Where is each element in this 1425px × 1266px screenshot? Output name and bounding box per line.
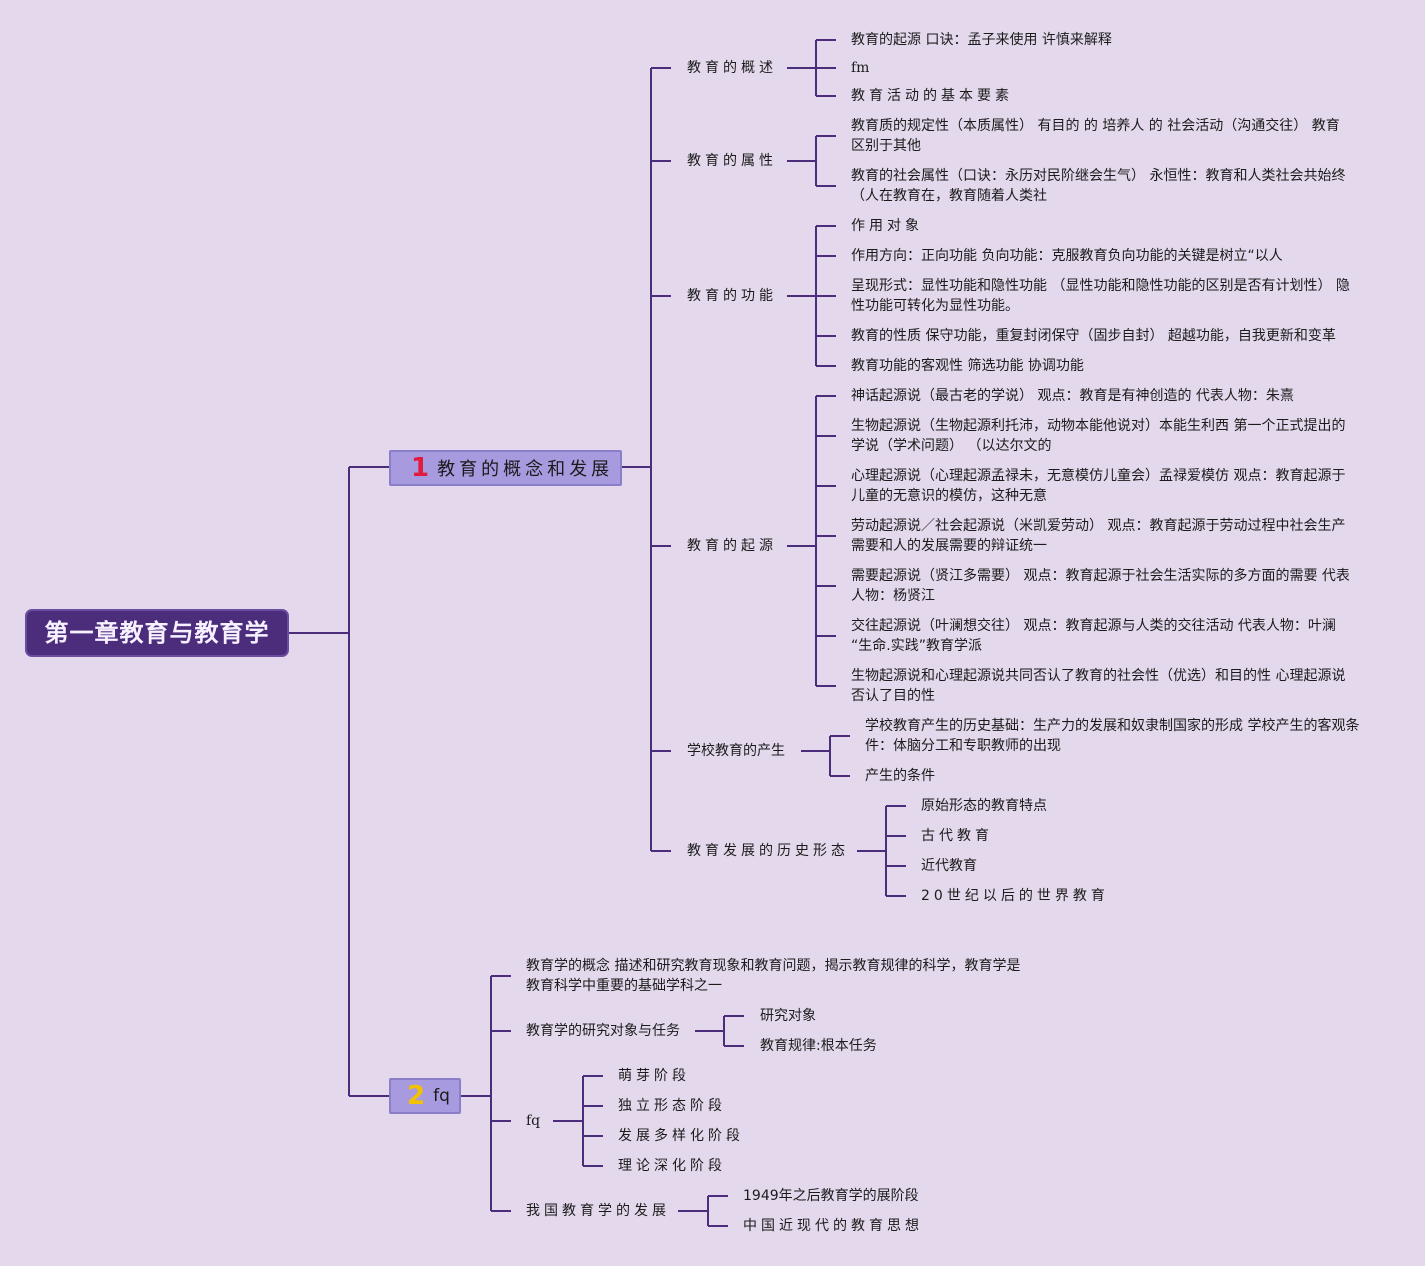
node-china-development[interactable]: 我国教育学的发展 xyxy=(526,1203,670,1219)
branch-box-fq[interactable]: 2 fq xyxy=(389,1078,461,1114)
root-topic[interactable]: 第一章教育与教育学 xyxy=(25,609,289,657)
leaf-attributes-2[interactable]: 教育的社会属性（口诀：永历对民阶继会生气） 永恒性：教育和人类社会共始终（人在教… xyxy=(851,168,1346,204)
leaf-history-2[interactable]: 古代教育 xyxy=(921,828,993,844)
leaf-history-4[interactable]: 20世纪以后的世界教育 xyxy=(921,888,1109,904)
leaf-overview-3[interactable]: 教育活动的基本要素 xyxy=(851,88,1013,104)
leaf-fq-2[interactable]: 独立形态阶段 xyxy=(618,1098,726,1114)
leaf-functions-3[interactable]: 呈现形式：显性功能和隐性功能 （显性功能和隐性功能的区别是否有计划性） 隐性功能… xyxy=(851,278,1350,314)
leaf-school-2[interactable]: 产生的条件 xyxy=(865,768,935,784)
branch-title: 教育的概念和发展 xyxy=(437,459,614,480)
branch-number: 2 xyxy=(407,1081,426,1111)
leaf-fq-4[interactable]: 理论深化阶段 xyxy=(618,1158,726,1174)
leaf-origin-3[interactable]: 心理起源说（心理起源孟禄未，无意模仿儿童会）孟禄爱模仿 观点：教育起源于儿童的无… xyxy=(851,468,1346,504)
branch-number: 1 xyxy=(411,453,430,483)
leaf-research-2[interactable]: 教育规律:根本任务 xyxy=(760,1038,877,1054)
leaf-fq-3[interactable]: 发展多样化阶段 xyxy=(618,1128,744,1144)
leaf-origin-7[interactable]: 生物起源说和心理起源说共同否认了教育的社会性（优选）和目的性 心理起源说否认了目… xyxy=(851,668,1346,704)
leaf-functions-2[interactable]: 作用方向：正向功能 负向功能：克服教育负向功能的关键是树立“以人 xyxy=(851,248,1283,264)
node-attributes[interactable]: 教育的属性 xyxy=(687,153,777,169)
leaf-functions-5[interactable]: 教育功能的客观性 筛选功能 协调功能 xyxy=(851,358,1084,374)
leaf-functions-4[interactable]: 教育的性质 保守功能，重复封闭保守（固步自封） 超越功能，自我更新和变革 xyxy=(851,328,1336,344)
node-origin[interactable]: 教育的起源 xyxy=(687,538,777,554)
leaf-attributes-1[interactable]: 教育质的规定性（本质属性） 有目的 的 培养人 的 社会活动（沟通交往） 教育区… xyxy=(851,118,1340,154)
branch-box-concept-development[interactable]: 1 教育的概念和发展 xyxy=(389,450,622,486)
node-pedagogy-concept[interactable]: 教育学的概念 描述和研究教育现象和教育问题，揭示教育规律的科学，教育学是教育科学… xyxy=(526,958,1021,994)
node-fq[interactable]: fq xyxy=(526,1113,541,1129)
leaf-origin-6[interactable]: 交往起源说（叶澜想交往） 观点：教育起源与人类的交往活动 代表人物：叶澜 “生命… xyxy=(851,618,1336,654)
leaf-school-1[interactable]: 学校教育产生的历史基础：生产力的发展和奴隶制国家的形成 学校产生的客观条件：体脑… xyxy=(865,718,1360,754)
leaf-history-3[interactable]: 近代教育 xyxy=(921,858,977,874)
leaf-china-1[interactable]: 1949年之后教育学的展阶段 xyxy=(743,1188,919,1204)
leaf-research-1[interactable]: 研究对象 xyxy=(760,1008,816,1024)
branch-title: fq xyxy=(433,1086,450,1106)
leaf-origin-2[interactable]: 生物起源说（生物起源利托沛，动物本能他说对）本能生利西 第一个正式提出的学说（学… xyxy=(851,418,1346,454)
leaf-origin-4[interactable]: 劳动起源说／社会起源说（米凯爱劳动） 观点：教育起源于劳动过程中社会生产需要和人… xyxy=(851,518,1346,554)
leaf-origin-1[interactable]: 神话起源说（最古老的学说） 观点：教育是有神创造的 代表人物：朱熹 xyxy=(851,388,1294,404)
leaf-overview-1[interactable]: 教育的起源 口诀：孟子来使用 许慎来解释 xyxy=(851,32,1112,48)
leaf-functions-1[interactable]: 作用对象 xyxy=(851,218,923,234)
leaf-history-1[interactable]: 原始形态的教育特点 xyxy=(921,798,1047,814)
leaf-china-2[interactable]: 中国近现代的教育思想 xyxy=(743,1218,923,1234)
node-functions[interactable]: 教育的功能 xyxy=(687,288,777,304)
node-research[interactable]: 教育学的研究对象与任务 xyxy=(526,1023,680,1039)
leaf-overview-2[interactable]: fm xyxy=(851,60,870,76)
leaf-fq-1[interactable]: 萌芽阶段 xyxy=(618,1068,690,1084)
leaf-origin-5[interactable]: 需要起源说（贤江多需要） 观点：教育起源于社会生活实际的多方面的需要 代表人物：… xyxy=(851,568,1350,604)
node-school-education[interactable]: 学校教育的产生 xyxy=(687,743,785,759)
node-history[interactable]: 教育发展的历史形态 xyxy=(687,843,849,859)
node-overview[interactable]: 教育的概述 xyxy=(687,60,777,76)
